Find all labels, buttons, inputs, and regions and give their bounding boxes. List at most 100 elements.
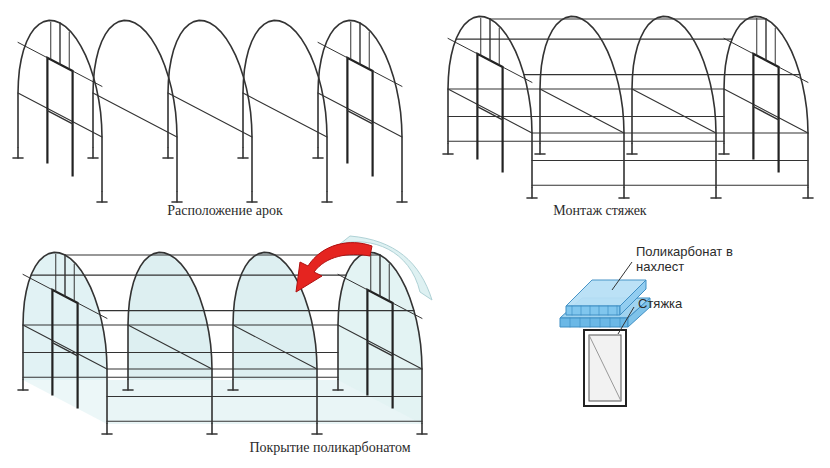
door-frame xyxy=(47,58,72,177)
frame-stroke xyxy=(524,74,800,75)
frame-stroke xyxy=(347,111,372,124)
part-label: Поликарбонат в нахлест xyxy=(636,244,741,274)
frame-stroke xyxy=(443,153,453,155)
door-frame xyxy=(347,58,372,177)
frame-stroke xyxy=(489,19,490,60)
caption: Покрытие поликарбонатом xyxy=(249,440,410,456)
frame-stroke xyxy=(23,377,338,378)
door-frame xyxy=(367,290,392,409)
frame-stroke xyxy=(619,197,629,199)
frame-stroke xyxy=(627,153,637,155)
frame-stroke xyxy=(167,148,169,158)
frame-stroke xyxy=(532,160,808,161)
frame-stroke xyxy=(623,188,625,198)
frame-stroke xyxy=(18,389,28,391)
frame-stroke xyxy=(448,88,724,89)
frame-stroke xyxy=(490,18,766,19)
frame-stroke xyxy=(64,255,65,296)
frame-stroke xyxy=(172,201,182,203)
frame-stroke xyxy=(88,157,98,159)
arch xyxy=(243,20,327,192)
frame-stroke xyxy=(338,274,367,289)
frame-stroke xyxy=(753,107,778,120)
frame-stroke xyxy=(631,144,633,154)
overlap-detail xyxy=(560,262,650,406)
arch xyxy=(448,16,532,188)
caption: Расположение арок xyxy=(167,203,283,219)
frame-stroke xyxy=(168,93,252,137)
frame-stroke xyxy=(370,254,371,291)
frame-stroke xyxy=(401,192,403,202)
frame-stroke xyxy=(78,303,107,318)
frame-stroke xyxy=(540,89,624,133)
frame-stroke xyxy=(590,306,591,315)
frame-stroke xyxy=(724,89,808,133)
frame-stroke xyxy=(421,424,423,434)
frame-stroke xyxy=(393,303,422,318)
frame-stroke xyxy=(807,188,809,198)
frame-stroke xyxy=(242,148,244,158)
frame-stroke xyxy=(535,153,545,155)
frame-stroke xyxy=(23,324,338,325)
arch xyxy=(128,252,212,424)
frame-stroke xyxy=(107,396,422,397)
frame-stroke xyxy=(18,42,47,57)
frame-stroke xyxy=(610,318,611,327)
frame-stroke xyxy=(448,38,477,53)
frame-stroke xyxy=(13,157,23,159)
frame-stroke xyxy=(106,424,108,434)
frame-stroke xyxy=(318,42,347,57)
frame-stroke xyxy=(532,185,808,186)
frame-stroke xyxy=(23,274,52,289)
frame-stroke xyxy=(73,71,102,86)
frame-stroke xyxy=(532,132,808,133)
frame-stroke xyxy=(599,306,600,315)
frame-stroke xyxy=(711,197,721,199)
frame-stroke xyxy=(608,306,609,315)
frame-stroke xyxy=(572,306,573,315)
frame-stroke xyxy=(107,421,422,422)
covered-greenhouse-drawing xyxy=(18,252,427,434)
frame-stroke xyxy=(719,153,729,155)
frame-stroke xyxy=(456,39,732,40)
frame-stroke xyxy=(247,201,257,203)
frame-stroke xyxy=(17,148,19,158)
frame-stroke xyxy=(243,93,327,137)
arches-drawing xyxy=(13,20,407,202)
door-frame xyxy=(52,290,77,409)
frame-stroke xyxy=(23,325,107,369)
arch xyxy=(18,20,102,192)
frame-stroke xyxy=(101,192,103,202)
frame-stroke xyxy=(317,148,319,158)
frame-stroke xyxy=(107,368,422,369)
caption: Монтаж стяжек xyxy=(553,203,646,219)
polycarbonate-sheet xyxy=(233,252,422,424)
frame-stroke xyxy=(620,318,621,327)
frame-stroke xyxy=(477,107,502,120)
frame-stroke xyxy=(397,201,407,203)
frame-stroke xyxy=(723,144,725,154)
polycarbonate-sheet xyxy=(23,252,107,424)
frame-stroke xyxy=(724,38,753,53)
door-frame xyxy=(753,54,778,173)
arch xyxy=(23,252,107,424)
frame-stroke xyxy=(47,111,72,124)
frame-stroke xyxy=(499,28,500,65)
frame-stroke xyxy=(128,325,212,369)
frame-stroke xyxy=(756,18,757,55)
frame-stroke xyxy=(531,188,533,198)
frame-stroke xyxy=(367,343,392,356)
frame-stroke xyxy=(69,32,70,69)
frame-stroke xyxy=(59,23,60,64)
frame-stroke xyxy=(570,318,571,327)
frame-stroke xyxy=(92,148,94,158)
frame-stroke xyxy=(50,22,51,59)
frame-stroke xyxy=(322,201,332,203)
frame-stroke xyxy=(580,318,581,327)
frame-stroke xyxy=(238,157,248,159)
frame-stroke xyxy=(312,433,322,435)
frame-stroke xyxy=(590,318,591,327)
frame-stroke xyxy=(715,188,717,198)
frame-stroke xyxy=(52,343,77,356)
